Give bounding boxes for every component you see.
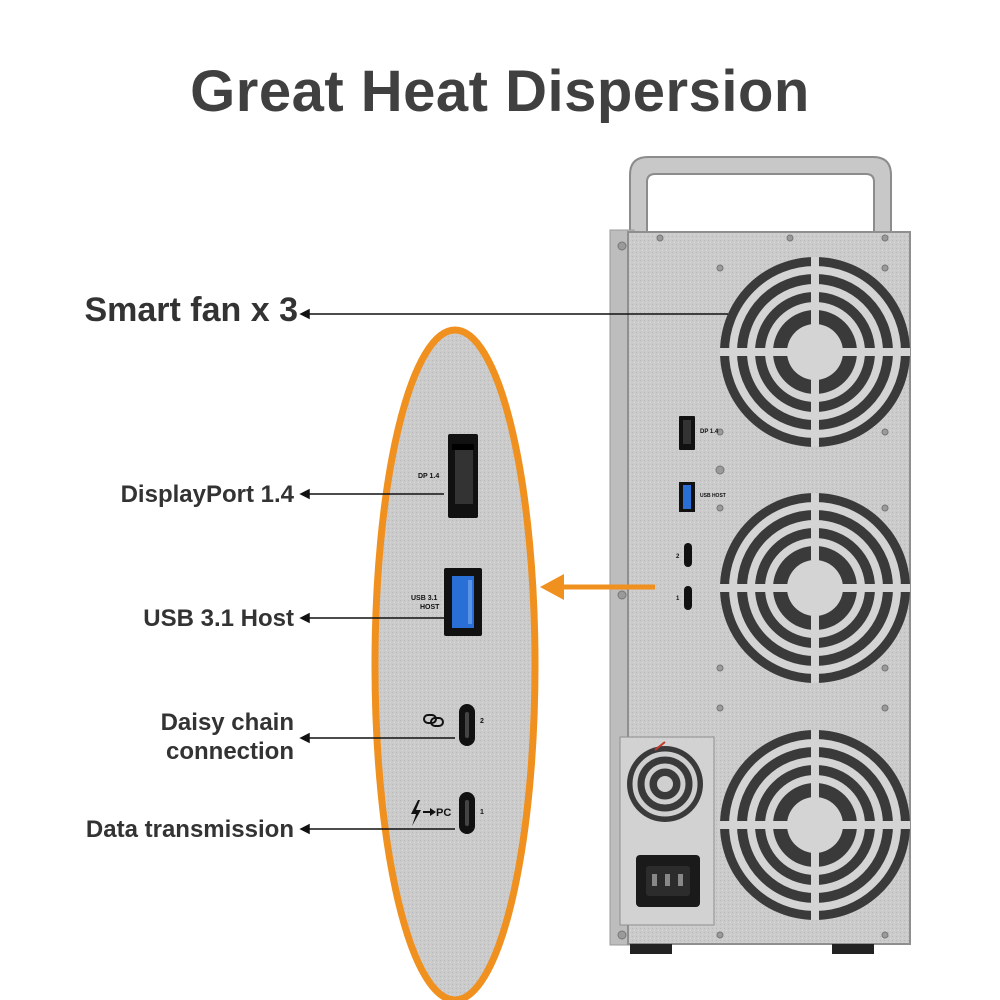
svg-text:HOST: HOST (420, 604, 440, 611)
svg-text:DP 1.4: DP 1.4 (700, 429, 719, 435)
callout-daisy-line2: connection (165, 738, 294, 765)
svg-text:1: 1 (676, 596, 680, 602)
arrow-right-icon (423, 808, 436, 816)
callout-fans: Smart fan x 3 (84, 291, 298, 329)
svg-text:2: 2 (676, 554, 680, 560)
callout-daisy-chain: Daisy chain connection (161, 708, 294, 766)
svg-text:2: 2 (480, 718, 484, 725)
callout-usb: USB 3.1 Host (143, 605, 294, 632)
thunderbolt-icon (411, 800, 421, 826)
callout-daisy-line1: Daisy chain (160, 709, 294, 736)
chain-link-icon (423, 714, 444, 727)
panel-usbc-port-2 (684, 543, 692, 567)
svg-text:PC: PC (436, 807, 451, 819)
zoom-arrow-head (540, 574, 564, 600)
svg-text:DP 1.4: DP 1.4 (418, 473, 439, 480)
carry-handle (629, 156, 892, 241)
usb-port (444, 568, 482, 636)
fan-middle (720, 493, 910, 683)
page-title: Great Heat Dispersion (190, 59, 810, 124)
fan-top (720, 257, 910, 447)
panel-usbc-port-1 (684, 586, 692, 610)
displayport-port (448, 434, 478, 518)
svg-text:USB 3.1: USB 3.1 (411, 595, 438, 602)
svg-text:USB HOST: USB HOST (700, 493, 726, 499)
svg-text:1: 1 (480, 809, 484, 816)
zoom-ellipse (371, 326, 539, 1000)
callout-displayport: DisplayPort 1.4 (120, 481, 294, 508)
fan-bottom (720, 730, 910, 920)
callout-data-transmission: Data transmission (85, 816, 294, 843)
